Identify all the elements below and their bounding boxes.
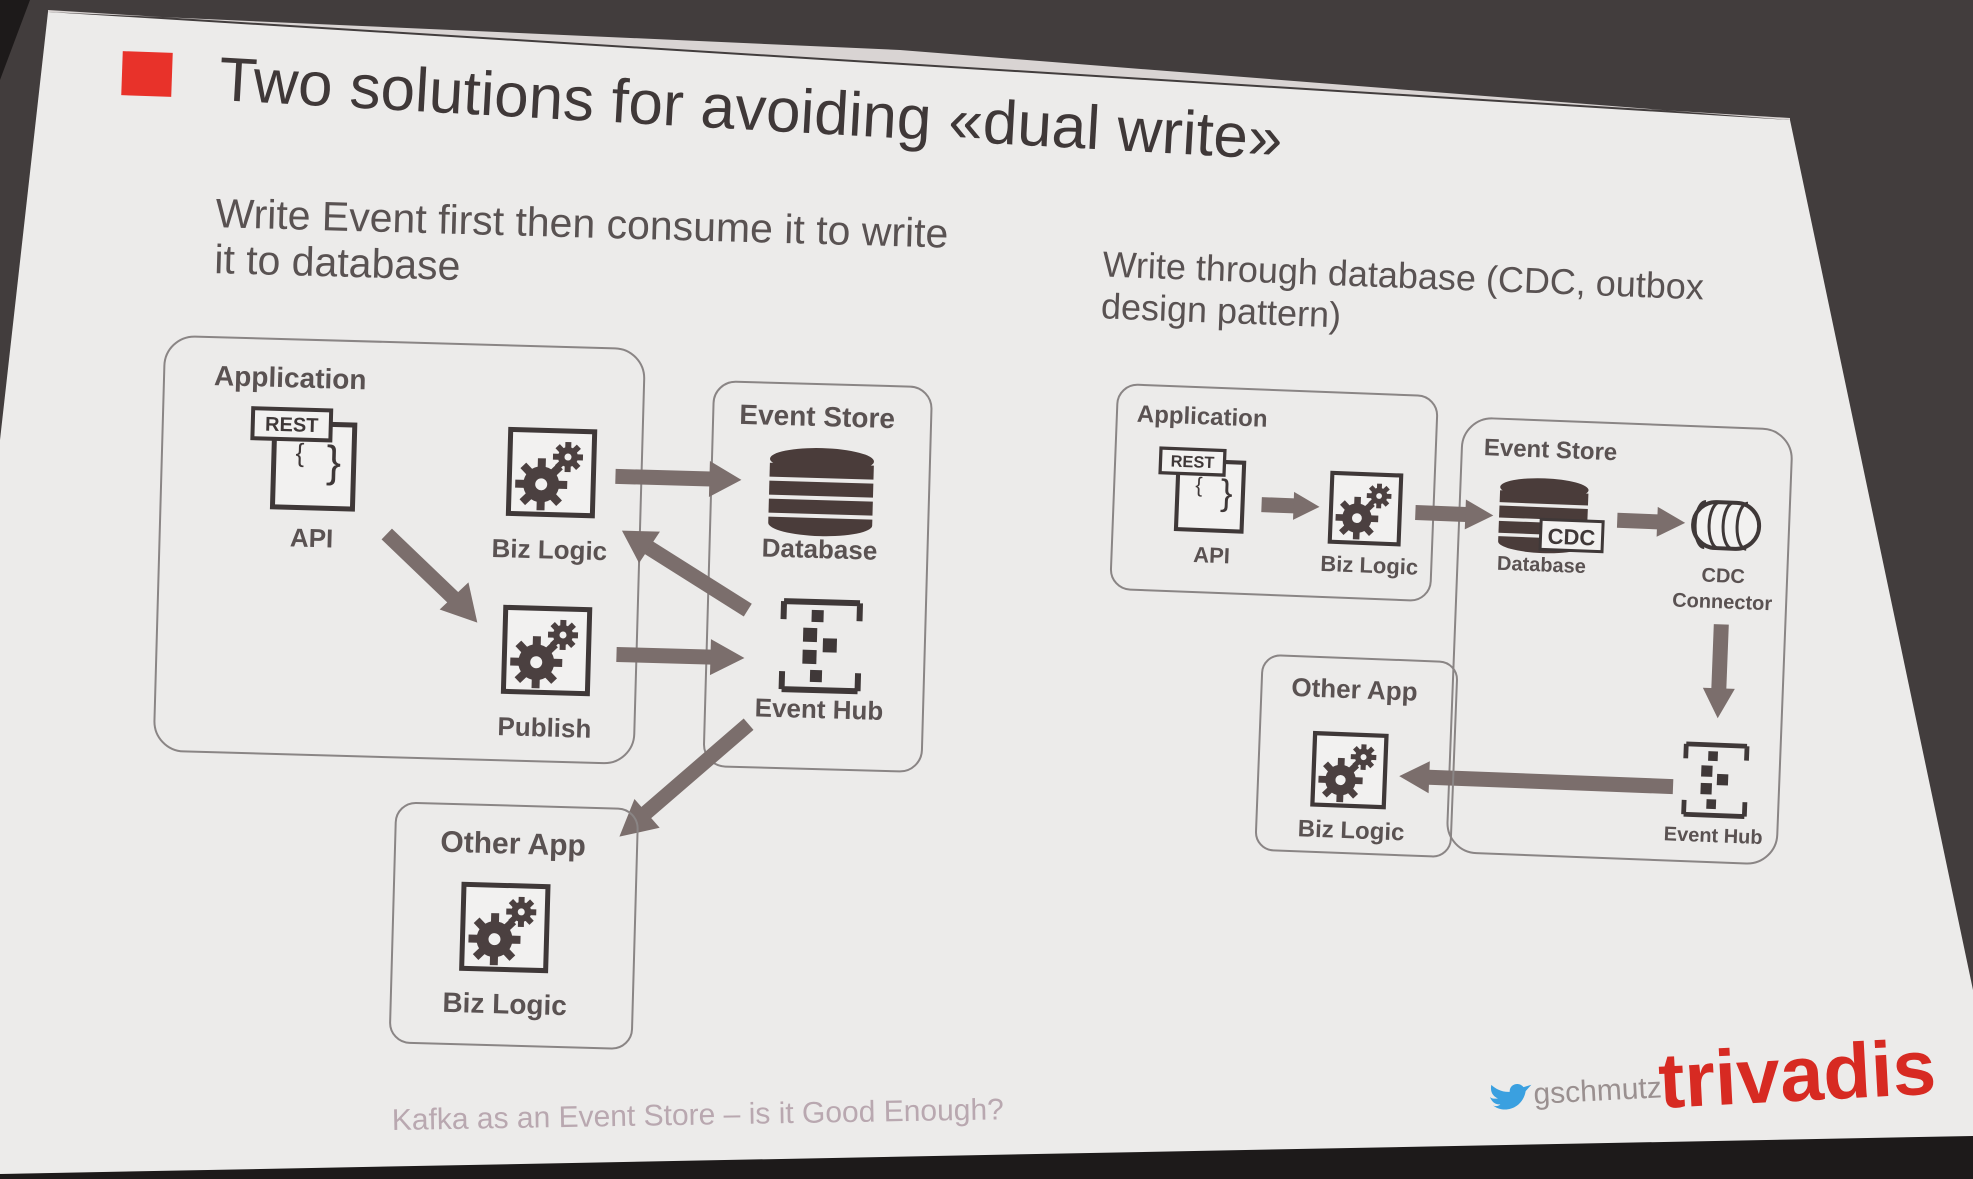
right-application-box (1109, 383, 1439, 602)
left-bizlogic-gear-icon (508, 429, 594, 515)
right-arrow-database-to-connector (1616, 506, 1686, 537)
right-connector-label-line2: Connector (1672, 589, 1773, 615)
right-eventhub-label: Event Hub (1663, 823, 1763, 849)
left-publish-label: Publish (497, 711, 592, 744)
right-arrow-biz-to-database (1415, 499, 1494, 530)
brand-logo: trivadis (1656, 1023, 1938, 1125)
left-other-app-box (389, 801, 639, 1050)
right-bizlogic-gear-icon (1330, 473, 1401, 544)
right-other-app-box (1254, 654, 1458, 858)
left-database-icon (767, 446, 875, 538)
right-other-bizlogic-label: Biz Logic (1297, 815, 1405, 846)
twitter-handle: gschmutz (1533, 1071, 1663, 1111)
left-other-bizlogic-label: Biz Logic (442, 987, 567, 1021)
right-arrow-eventhub-to-otherapp (1399, 761, 1674, 795)
left-api-label: API (290, 522, 334, 553)
left-arrow-api-to-publish (381, 528, 478, 623)
right-other-bizlogic-gear-icon (1312, 733, 1386, 807)
left-database-label: Database (761, 533, 877, 566)
left-heading-line2: it to database (214, 236, 461, 289)
left-bizlogic-label: Biz Logic (491, 533, 607, 566)
left-arrow-publish-to-eventhub (616, 639, 745, 676)
right-bizlogic-label: Biz Logic (1320, 551, 1419, 580)
left-other-bizlogic-gear-icon (462, 884, 548, 970)
right-application-title: Application (1136, 401, 1268, 433)
right-api-label: API (1193, 542, 1231, 568)
right-connector-label-line1: CDC (1701, 565, 1745, 589)
right-arrow-api-to-biz (1261, 491, 1320, 520)
right-cdc-tag: CDC (1547, 524, 1596, 551)
right-other-app-title: Other App (1291, 672, 1418, 707)
right-database-label: Database (1497, 553, 1587, 578)
left-arrow-eventhub-to-biz (621, 530, 752, 617)
right-event-store-box (1446, 417, 1793, 865)
right-arrow-connector-to-eventhub (1702, 624, 1735, 719)
right-heading-line2: design pattern) (1100, 285, 1342, 335)
left-event-store-title: Event Store (739, 399, 895, 434)
left-arrow-biz-to-database (615, 461, 742, 498)
left-eventhub-label: Event Hub (754, 692, 883, 726)
right-event-store-title: Event Store (1483, 434, 1617, 466)
left-other-app-title: Other App (440, 826, 586, 863)
title-bullet (121, 51, 173, 97)
left-application-title: Application (214, 360, 367, 395)
left-publish-gear-icon (503, 607, 589, 693)
twitter-bird-icon (1489, 1084, 1532, 1110)
left-event-store-box (703, 380, 933, 773)
right-connector-icon (1691, 500, 1762, 551)
left-arrow-eventhub-to-otherapp (619, 718, 754, 837)
